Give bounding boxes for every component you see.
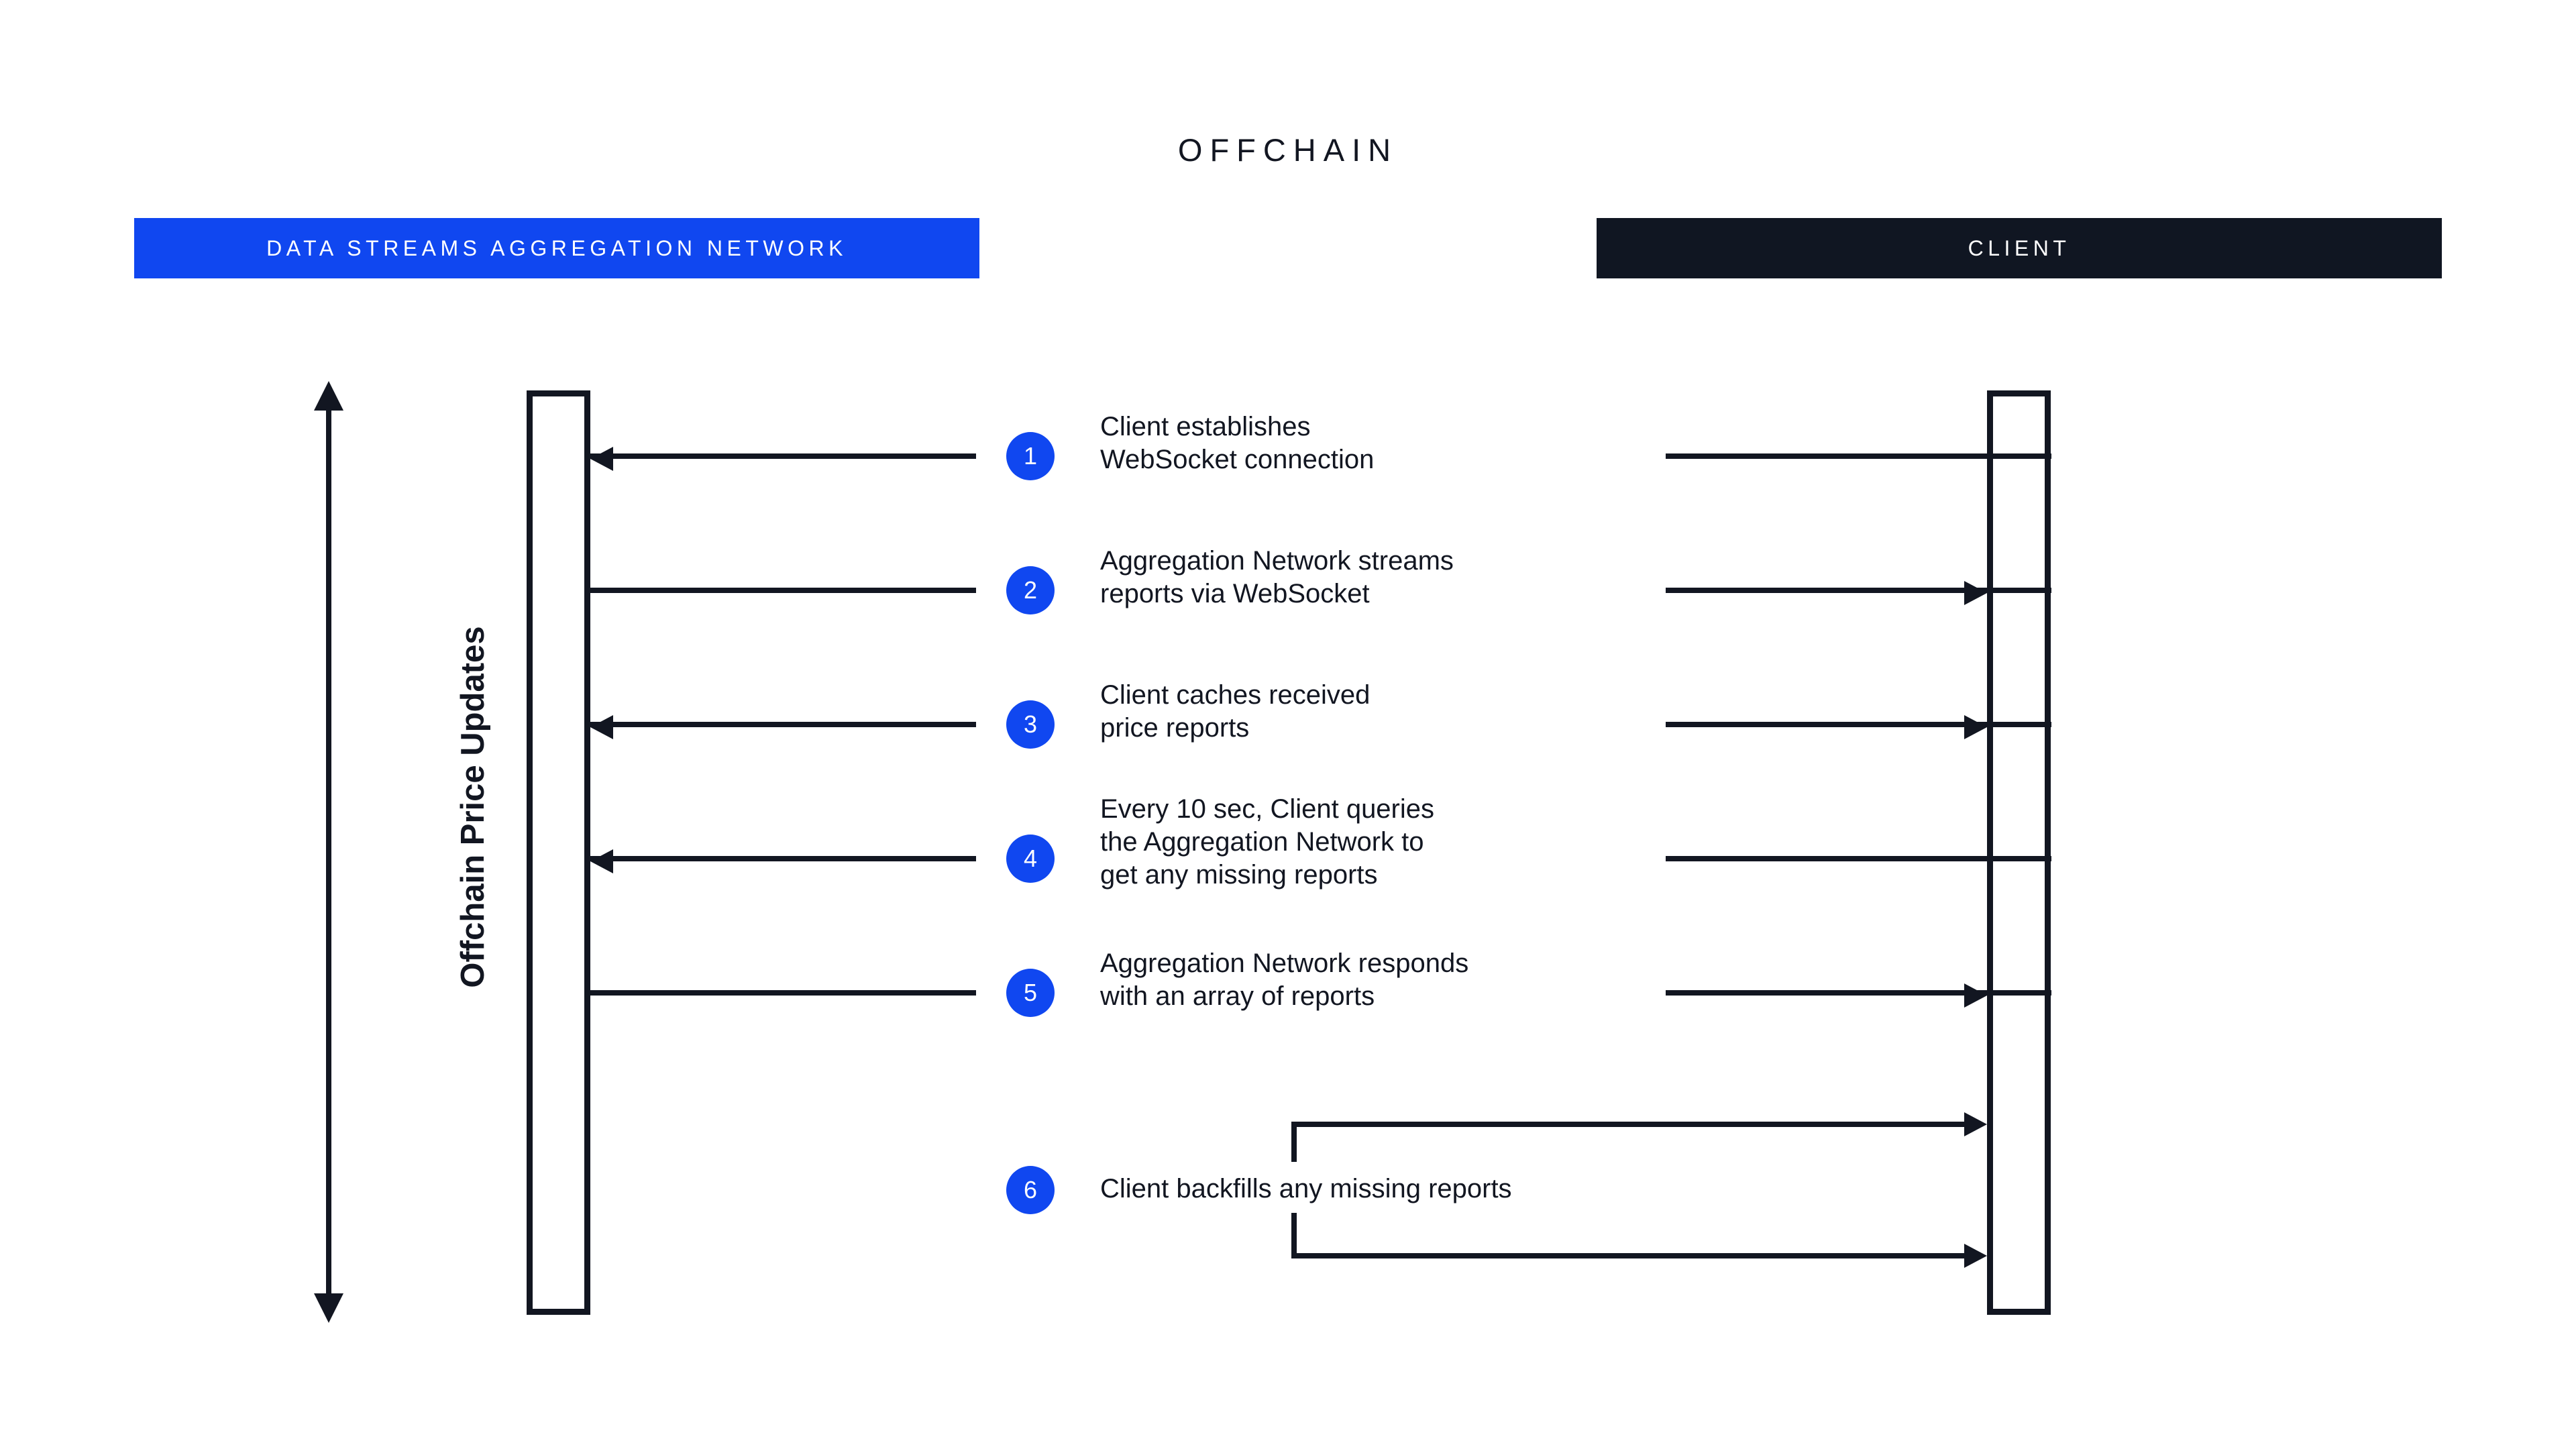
step-number-4: 4 [1023,845,1038,872]
page-title: OFFCHAIN [1177,132,1399,168]
lane-header-aggregation-network-label: DATA STREAMS AGGREGATION NETWORK [266,235,847,260]
axis-label: Offchain Price Updates [455,626,491,988]
up-arrow-icon [314,381,343,411]
arrow-right-icon-3 [1964,715,1987,739]
loop-line-vertical-bottom [1291,1213,1297,1253]
lane-header-aggregation-network: DATA STREAMS AGGREGATION NETWORK [134,218,979,278]
message-line-5-left [590,990,976,996]
step-text-5: Aggregation Network responds with an arr… [1100,949,1469,1011]
arrow-right-icon-6-bottom [1964,1244,1987,1268]
arrow-right-icon-2 [1964,581,1987,605]
lane-header-client: CLIENT [1597,218,2442,278]
lifeline-client [1987,390,2051,1315]
message-line-4-left [590,856,976,861]
step-number-5: 5 [1023,979,1038,1006]
message-line-3-right [1666,722,2051,727]
step-badge-2: 2 [1006,566,1055,614]
message-line-1-left [590,453,976,459]
loop-line-bottom [1291,1253,1966,1258]
step-badge-4: 4 [1006,835,1055,883]
loop-line-vertical-top [1291,1122,1297,1162]
arrow-right-icon-5 [1964,983,1987,1008]
axis-line [326,408,331,1296]
step-number-2: 2 [1023,576,1038,604]
step-badge-6: 6 [1006,1166,1055,1214]
step-text-4: Every 10 sec, Client queries the Aggrega… [1100,794,1435,890]
arrow-left-icon-4 [590,849,613,873]
lane-header-client-label: CLIENT [1968,235,2071,260]
step-badge-5: 5 [1006,969,1055,1017]
message-line-4-right [1666,856,2051,861]
offchain-price-updates-axis [309,376,349,1328]
message-line-3-left [590,722,976,727]
step-text-6: Client backfills any missing reports [1100,1174,1512,1203]
step-text-2: Aggregation Network streams reports via … [1100,546,1454,608]
lifeline-aggregation-network [527,390,590,1315]
message-line-5-right [1666,990,2051,996]
step-badge-1: 1 [1006,432,1055,480]
message-line-2-right [1666,588,2051,593]
arrow-right-icon-6-top [1964,1112,1987,1136]
step-number-6: 6 [1023,1176,1038,1203]
message-line-1-right [1666,453,2051,459]
step-text-3: Client caches received price reports [1100,680,1371,743]
step-number-1: 1 [1023,442,1038,470]
step-number-3: 3 [1023,710,1038,738]
arrow-left-icon-1 [590,447,613,471]
step-badge-3: 3 [1006,700,1055,749]
down-arrow-icon [314,1293,343,1323]
message-line-2-left [590,588,976,593]
loop-line-top [1291,1122,1966,1127]
step-text-1: Client establishes WebSocket connection [1100,412,1375,474]
arrow-left-icon-3 [590,715,613,739]
